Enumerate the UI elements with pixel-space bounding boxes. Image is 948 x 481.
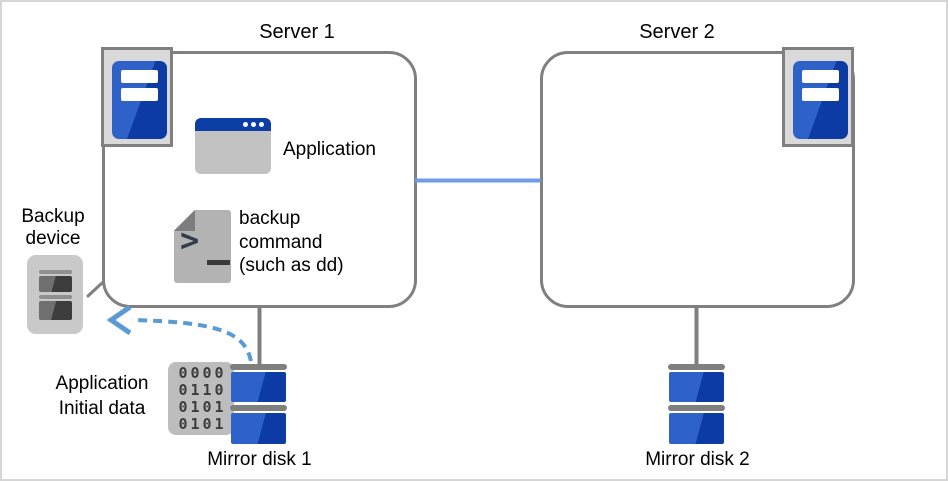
- initial-data-label: Application Initial data: [40, 371, 164, 421]
- server1-title: Server 1: [259, 21, 335, 43]
- binary-data-icon: 0000 0110 0101 0101: [168, 362, 234, 435]
- initial-data-line2: Initial data: [58, 398, 146, 419]
- tape-drive-glyph: [39, 270, 72, 320]
- backup-command-line1: backup: [239, 208, 301, 229]
- disk-platter: [669, 372, 724, 402]
- mirror-disk1-label: Mirror disk 1: [207, 449, 312, 470]
- tower-slot-bar: [121, 88, 158, 101]
- server-tower-glyph: [112, 61, 167, 139]
- mirror-disk1-icon: [230, 364, 287, 444]
- drive-body: [39, 276, 72, 292]
- drive-cap: [39, 295, 72, 299]
- disk-cap: [668, 405, 725, 411]
- cursor-underscore-glyph: [207, 260, 230, 265]
- backup-copy-arrowhead-icon: [106, 304, 132, 336]
- backup-device-line1: Backup: [21, 206, 85, 227]
- window-titlebar: [195, 118, 271, 131]
- server2-tower-icon: [782, 47, 854, 147]
- backup-device-label: Backup device: [6, 206, 100, 250]
- tower-slot-bar: [802, 70, 839, 83]
- tower-slot-bar: [121, 70, 158, 83]
- binary-row: 0101: [178, 397, 227, 416]
- application-window-icon: [195, 118, 271, 174]
- disk-cap: [230, 364, 287, 370]
- disk-platter: [231, 413, 286, 444]
- backup-command-label: backup command (such as dd): [239, 207, 344, 278]
- disk-platter: [669, 413, 724, 444]
- server2-title: Server 2: [639, 21, 715, 43]
- application-label: Application: [283, 139, 376, 160]
- window-dots-icon: [243, 122, 264, 127]
- backup-command-line3: (such as dd): [239, 255, 344, 276]
- mirror-disk2-icon: [668, 364, 725, 444]
- prompt-glyph: >: [180, 221, 200, 259]
- backup-device-icon: [27, 255, 83, 334]
- drive-body: [39, 301, 72, 320]
- tower-slot-bar: [802, 88, 839, 101]
- disk-cap: [230, 405, 287, 411]
- binary-row: 0110: [178, 380, 227, 399]
- backup-copy-dashed-arrow: [131, 318, 253, 362]
- backup-command-line2: command: [239, 231, 323, 253]
- disk-cap: [668, 364, 725, 370]
- script-file-icon: >: [174, 210, 231, 283]
- server1-tower-icon: [101, 47, 173, 147]
- backup-device-tick-line: [86, 281, 104, 298]
- server-tower-glyph: [793, 61, 848, 139]
- backup-device-line2: device: [25, 228, 81, 249]
- binary-row: 0000: [178, 363, 227, 382]
- binary-row: 0101: [178, 414, 227, 433]
- initial-data-line1: Application: [55, 373, 149, 394]
- drive-cap: [39, 270, 72, 274]
- disk-platter: [231, 372, 286, 402]
- mirror-disk2-label: Mirror disk 2: [645, 449, 750, 470]
